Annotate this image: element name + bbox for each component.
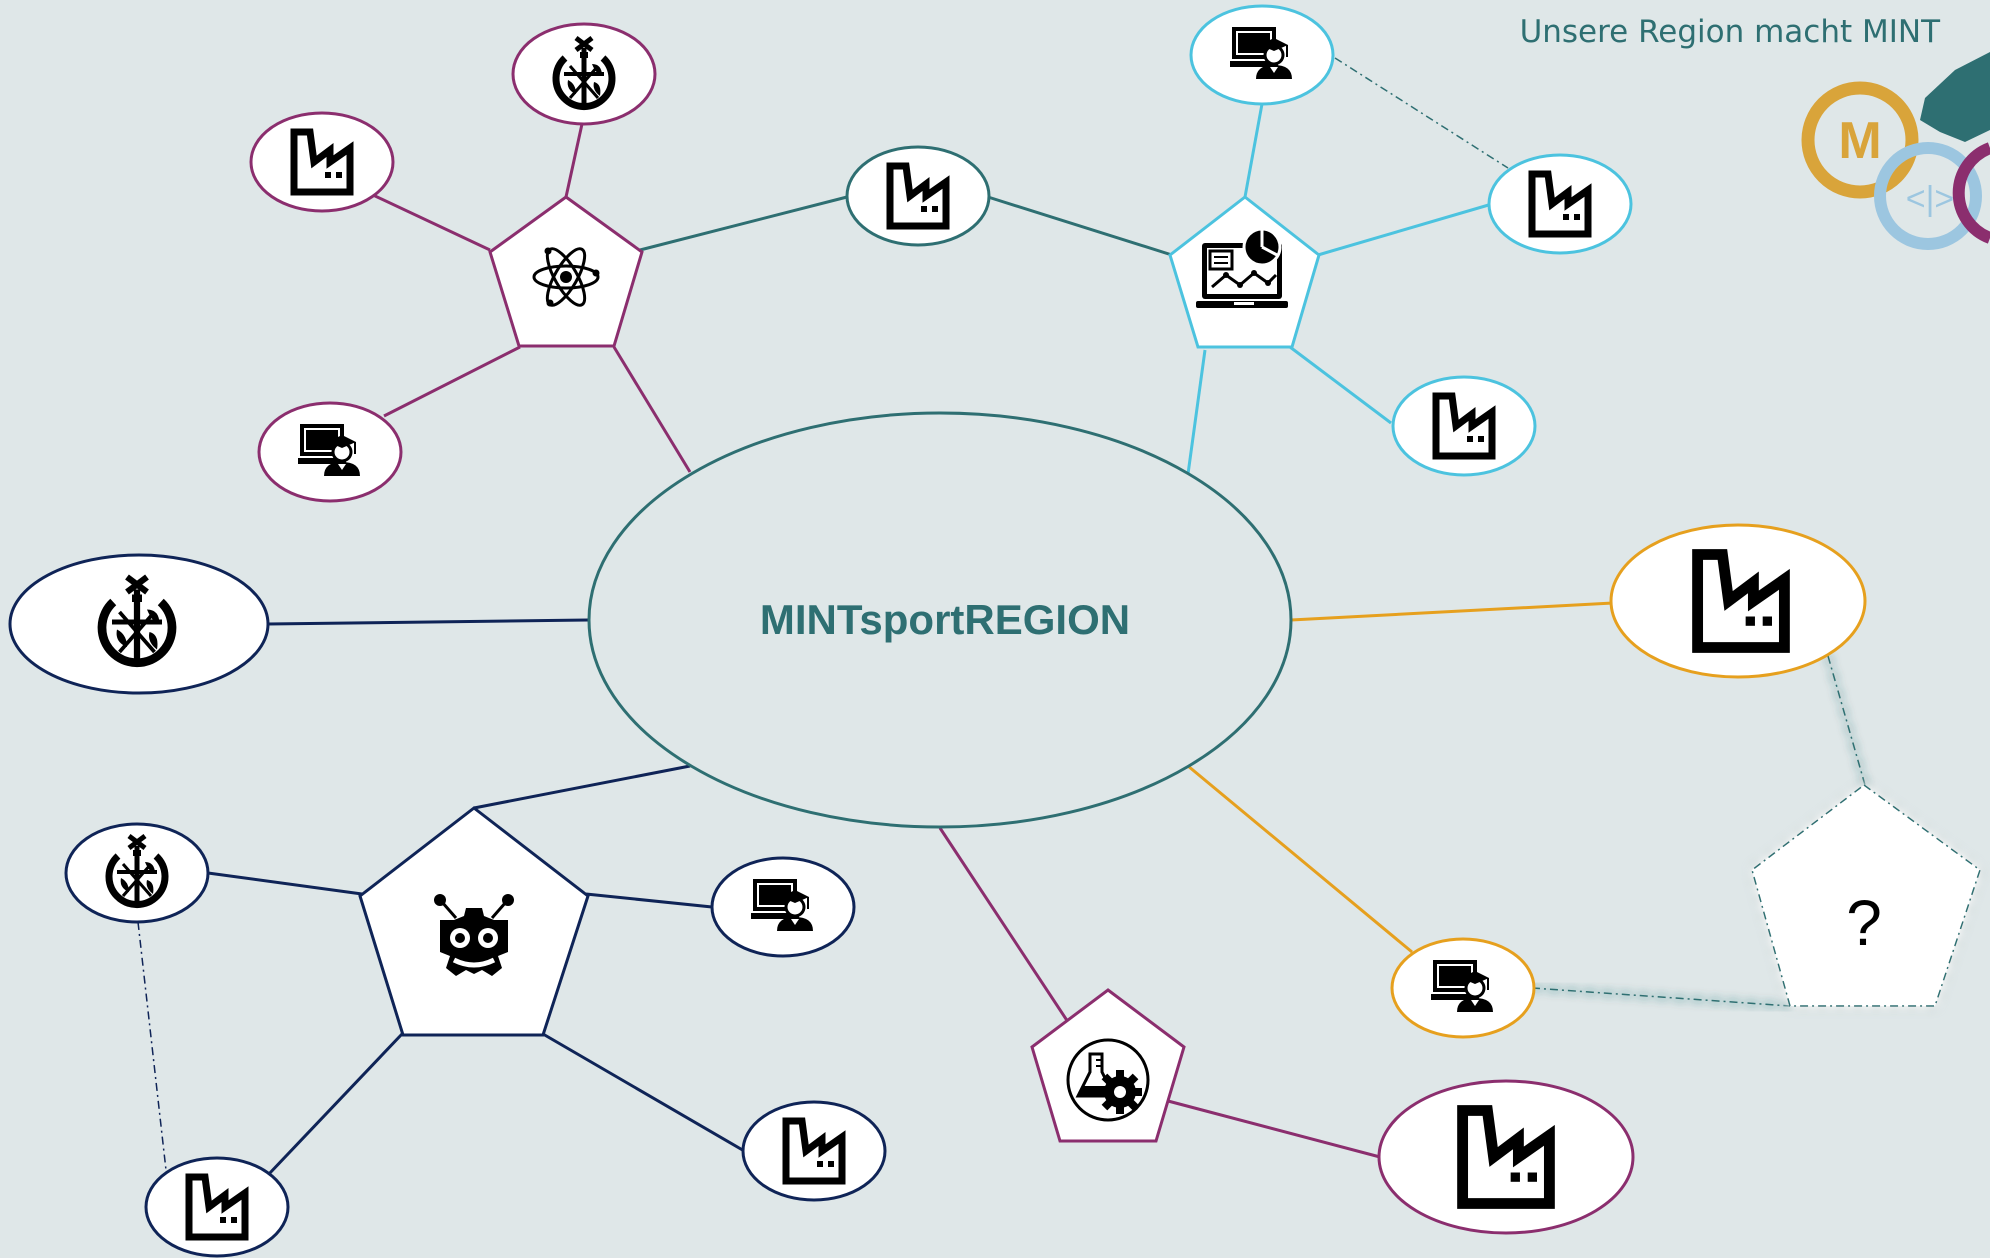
connector-atom-factory <box>372 193 491 252</box>
connector-robot-crest <box>207 871 363 896</box>
center-node[interactable]: MINTsportREGION <box>587 411 1293 829</box>
node-student-left[interactable] <box>257 401 403 503</box>
node-factory-cyan-b[interactable] <box>1391 375 1537 477</box>
center-label: MINTsportREGION <box>760 596 1130 643</box>
node-factory-navy-a[interactable] <box>741 1100 887 1202</box>
connector-center-analytics <box>1186 349 1207 475</box>
connector-analytics-factory-a <box>1317 202 1493 257</box>
hub-lab[interactable] <box>1030 988 1186 1143</box>
connector-robot-student <box>585 892 713 909</box>
node-crest-left[interactable] <box>8 553 270 695</box>
mint-logo: M <|> <box>1801 52 1990 250</box>
connector-center-student-orange <box>1187 764 1413 954</box>
connector-robot-factory-b <box>266 1032 404 1177</box>
hub-analytics[interactable] <box>1168 195 1321 349</box>
logo-letter-m: M <box>1838 112 1881 170</box>
connector-center-crest <box>267 618 589 626</box>
hub-robot[interactable] <box>358 806 590 1037</box>
question-mark: ? <box>1846 887 1882 959</box>
node-student-top[interactable] <box>1189 4 1335 106</box>
logo-ring-blue <box>1874 142 1982 250</box>
connector-dashed-student-factory <box>1334 57 1509 169</box>
node-crest-top[interactable] <box>511 22 657 126</box>
node-crest-bottomleft[interactable] <box>64 822 210 924</box>
logo-ring-orange <box>1801 81 1919 199</box>
node-factory-orange[interactable] <box>1609 523 1867 679</box>
connector-lab-factory <box>1167 1099 1381 1159</box>
connector-analytics-factory-b <box>1289 345 1392 425</box>
connector-center-factory-orange <box>1290 601 1614 622</box>
connector-atom-midfactory <box>639 195 848 252</box>
connector-center-robot <box>473 764 691 810</box>
connector-glow-factory-question <box>1827 655 1866 786</box>
node-student-navy[interactable] <box>710 856 856 958</box>
logo-ring-purple <box>1952 142 1990 244</box>
logo-code-symbol: <|> <box>1906 180 1955 218</box>
tagline: Unsere Region macht MINT <box>1519 14 1940 50</box>
node-student-orange[interactable] <box>1390 937 1536 1039</box>
connector-analytics-student <box>1243 103 1264 198</box>
connector-dashed-crest-factory <box>137 921 167 1171</box>
node-factory-topleft[interactable] <box>249 111 395 213</box>
connector-atom-crest <box>564 123 584 198</box>
hub-question[interactable]: ? <box>1751 784 1981 1007</box>
connector-center-atom <box>612 346 692 473</box>
lab-gear-icon <box>1066 1038 1150 1122</box>
connector-robot-factory-a <box>542 1032 747 1154</box>
node-factory-navy-b[interactable] <box>144 1156 290 1258</box>
connector-atom-student <box>383 345 521 418</box>
connector-center-lab <box>938 827 1070 1023</box>
node-factory-cyan-a[interactable] <box>1487 153 1633 255</box>
connector-midfactory-analytics <box>987 195 1173 257</box>
hub-atom[interactable] <box>488 195 644 348</box>
connector-lines <box>137 57 1866 1177</box>
connector-glow-student-question <box>1531 987 1791 1007</box>
node-factory-mid[interactable] <box>845 145 991 247</box>
node-factory-purple-large[interactable] <box>1377 1079 1635 1235</box>
region-map-shape <box>1920 52 1990 142</box>
